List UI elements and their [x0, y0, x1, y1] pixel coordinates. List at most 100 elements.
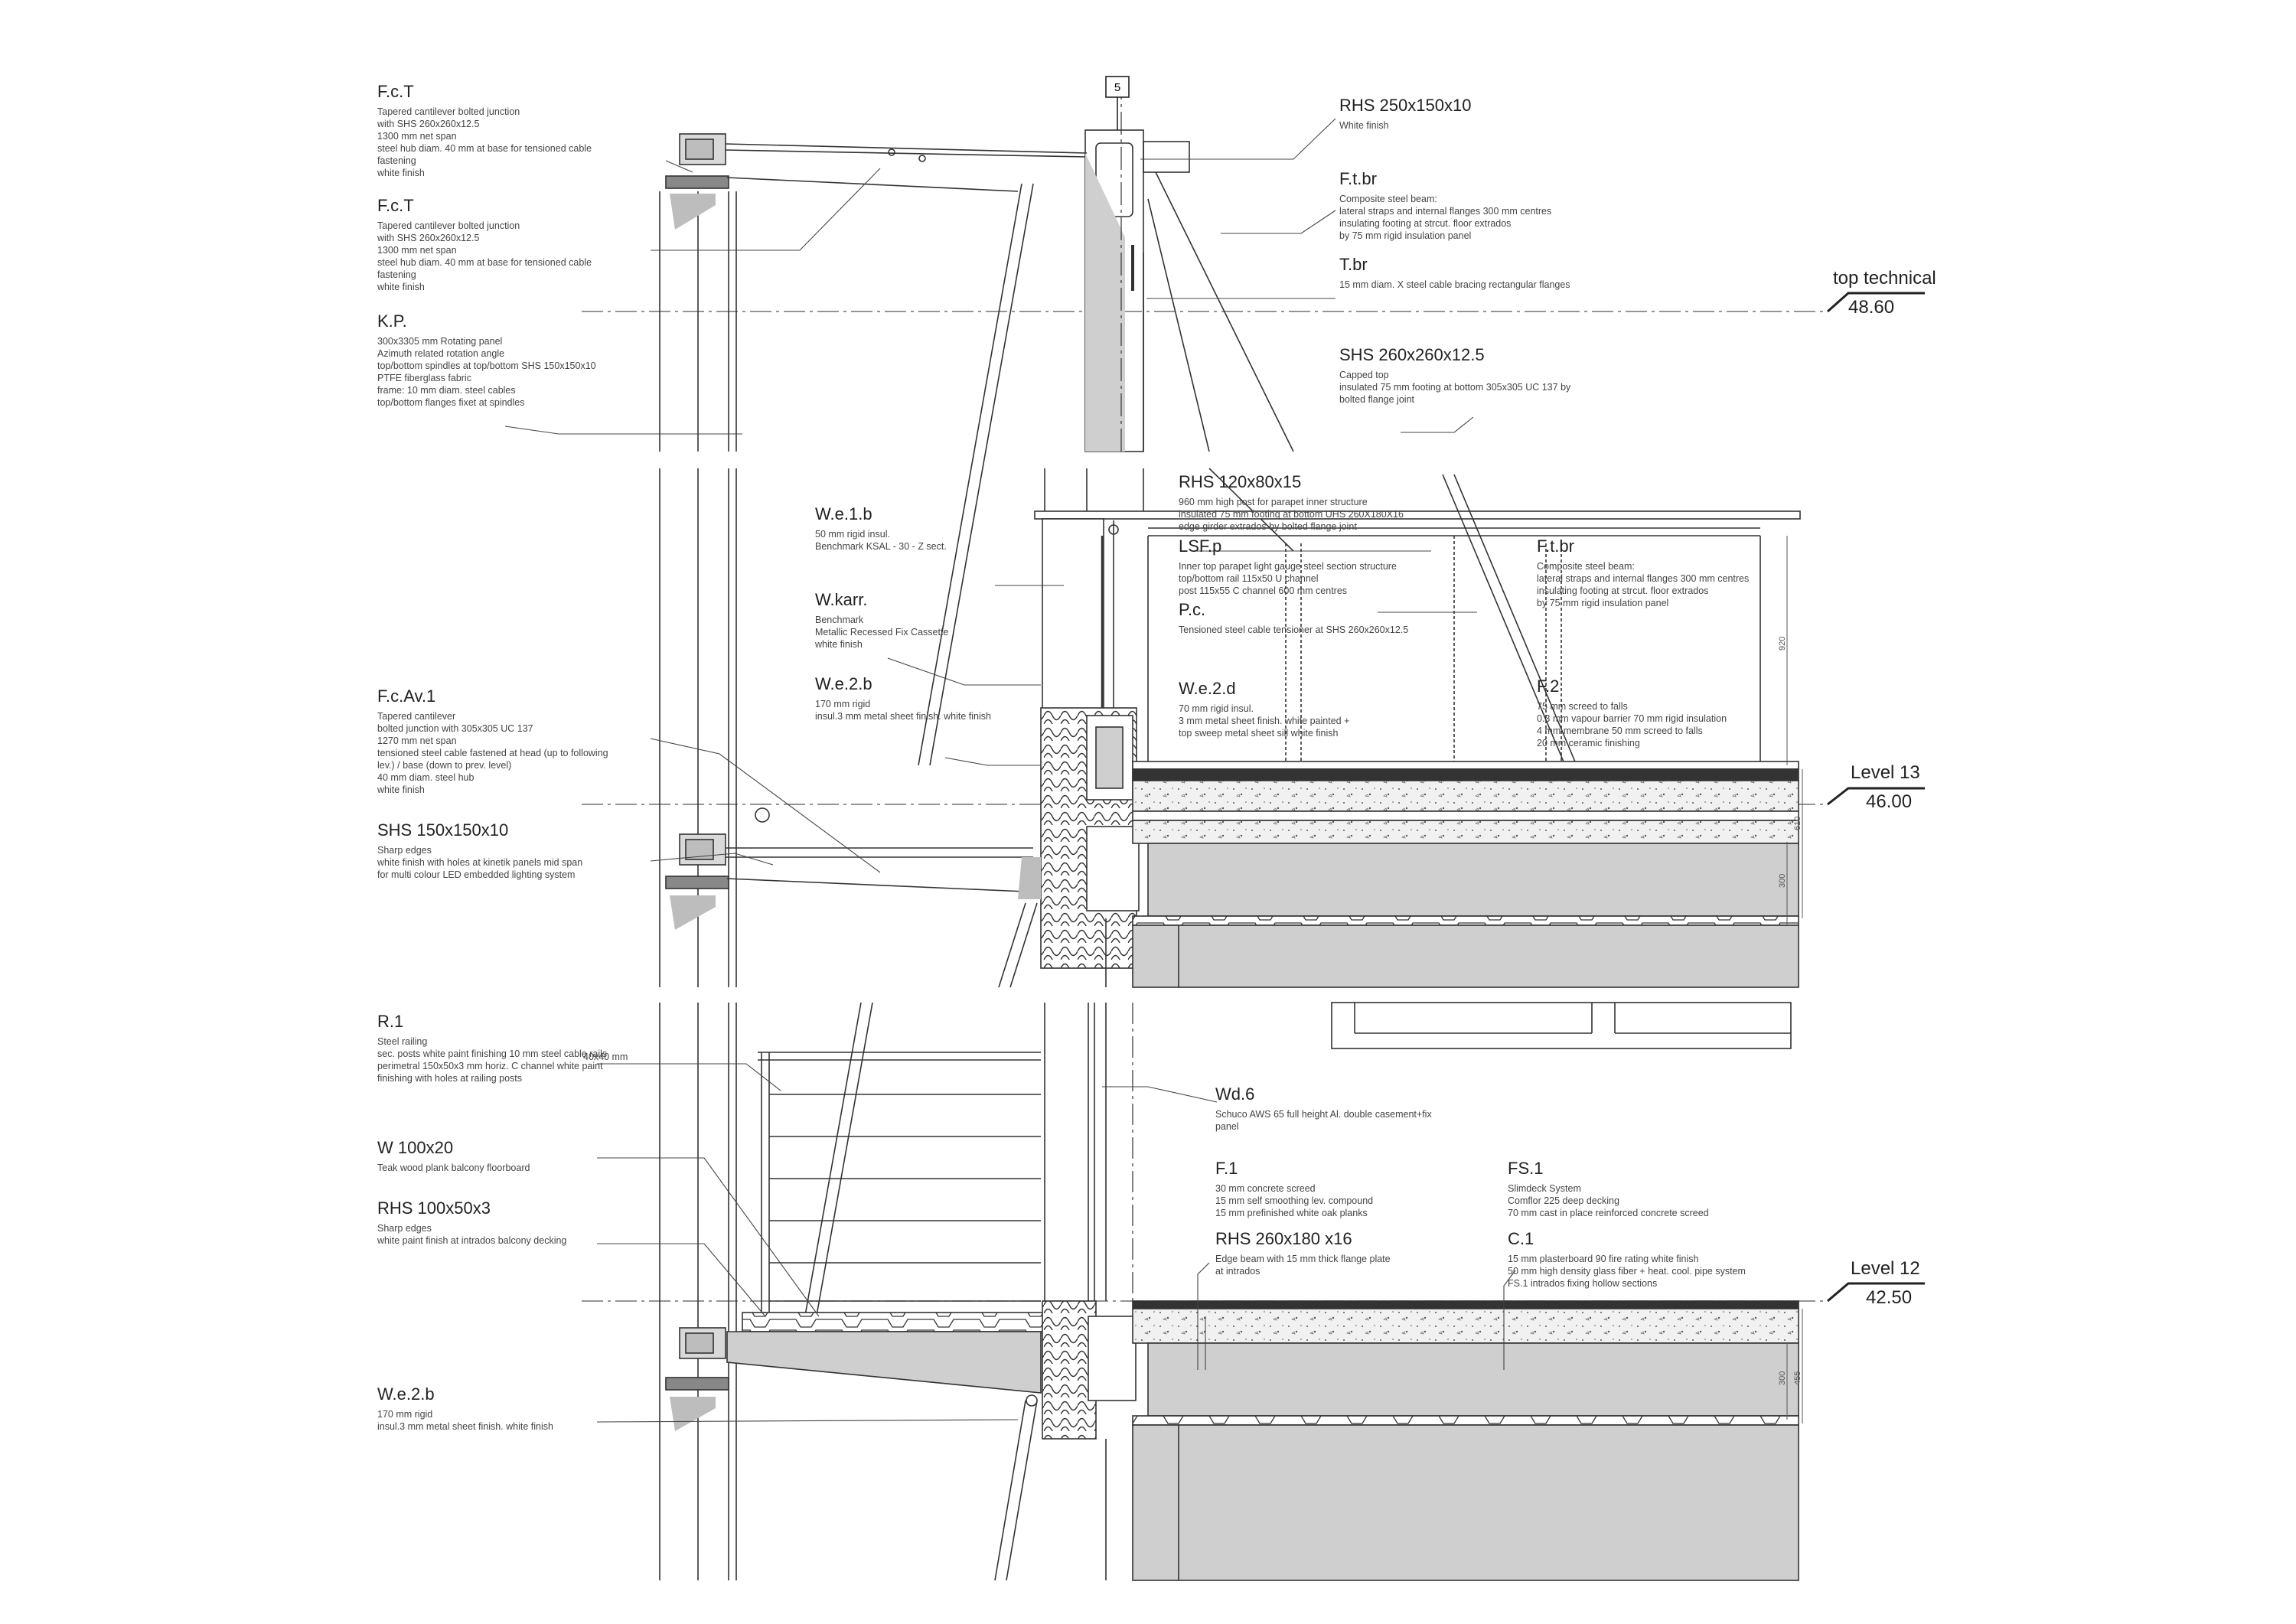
label-lsfp: LSF.p Inner top parapet light gauge stee… [1179, 536, 1469, 597]
label-title: W.e.2.d [1179, 679, 1236, 698]
label-title: SHS 150x150x10 [377, 820, 509, 840]
label-ftbr-2: F.t.br Composite steel beam: lateral str… [1537, 536, 1828, 609]
label-title: K.P. [377, 311, 407, 331]
dimension-lines [1786, 536, 1803, 1423]
label-desc: 70 mm rigid insul. 3 mm metal sheet fini… [1179, 703, 1350, 739]
level-value: 46.00 [1866, 791, 1913, 812]
label-title: F.t.br [1537, 536, 1574, 556]
label-f2: F.2 75 mm screed to falls 0.3 mm vapour … [1537, 677, 1828, 749]
label-title: F.c.Av.1 [377, 686, 436, 706]
label-desc: Composite steel beam: lateral straps and… [1339, 194, 1552, 242]
label-desc: 15 mm plasterboard 90 fire rating white … [1508, 1254, 1746, 1290]
label-title: RHS 250x150x10 [1339, 96, 1472, 115]
label-title: W.e.2.b [815, 674, 872, 693]
label-title: RHS 100x50x3 [377, 1198, 491, 1218]
label-wkarr: W.karr. Benchmark Metallic Recessed Fix … [815, 590, 1045, 651]
label-title: FS.1 [1508, 1159, 1544, 1178]
label-title: C.1 [1508, 1229, 1534, 1248]
label-desc: Tapered cantilever bolted junction with … [377, 106, 592, 179]
label-title: F.1 [1215, 1159, 1238, 1178]
label-fct-2: F.c.T Tapered cantilever bolted junction… [377, 196, 668, 293]
label-we2d: W.e.2.d 70 mm rigid insul. 3 mm metal sh… [1179, 679, 1469, 739]
bottom-zone [659, 1002, 1799, 1581]
label-desc: Tapered cantilever bolted junction with … [377, 220, 592, 293]
label-desc: 15 mm diam. X steel cable bracing rectan… [1339, 279, 1570, 291]
level-value: 42.50 [1866, 1287, 1913, 1308]
dim-300-upper: 300 [1778, 874, 1787, 888]
label-f1: F.1 30 mm concrete screed 15 mm self smo… [1215, 1159, 1506, 1219]
level-13: Level 13 46.00 [1851, 762, 1920, 813]
label-we2b-1: W.e.2.b 170 mm rigid insul.3 mm metal sh… [815, 674, 1045, 722]
level-markers [1827, 292, 1925, 1303]
label-title: W.karr. [815, 590, 868, 609]
label-title: F.t.br [1339, 169, 1377, 188]
level-12: Level 12 42.50 [1851, 1258, 1920, 1309]
label-title: T.br [1339, 255, 1368, 274]
label-shs260: SHS 260x260x12.5 Capped top insulated 75… [1339, 345, 1645, 406]
label-desc: 170 mm rigid insul.3 mm metal sheet fini… [377, 1409, 553, 1433]
top-zone [659, 77, 1294, 766]
label-desc: 75 mm screed to falls 0.3 mm vapour barr… [1537, 701, 1727, 749]
label-desc: 300x3305 mm Rotating panel Azimuth relat… [377, 336, 596, 409]
label-we1b: W.e.1.b 50 mm rigid insul. Benchmark KSA… [815, 504, 1045, 553]
label-title: W.e.1.b [815, 504, 872, 523]
middle-zone [659, 468, 1801, 988]
label-title: F.2 [1537, 677, 1560, 696]
label-title: R.1 [377, 1012, 404, 1031]
label-desc: Sharp edges white finish with holes at k… [377, 845, 583, 881]
label-shs150: SHS 150x150x10 Sharp edges white finish … [377, 820, 668, 881]
label-title: F.c.T [377, 196, 414, 215]
label-fs1: FS.1 Slimdeck System Comflor 225 deep de… [1508, 1159, 1814, 1219]
label-r1-aside: 40x40 mm [583, 1052, 628, 1062]
label-r1: R.1 Steel railing sec. posts white paint… [377, 1012, 668, 1084]
level-value: 48.60 [1848, 297, 1895, 318]
label-title: Wd.6 [1215, 1084, 1255, 1104]
label-title: RHS 120x80x15 [1179, 472, 1302, 491]
dim-610: 610 [1793, 817, 1802, 830]
label-desc: 30 mm concrete screed 15 mm self smoothi… [1215, 1183, 1374, 1219]
label-rhs100: RHS 100x50x3 Sharp edges white paint fin… [377, 1198, 668, 1247]
label-wd6: Wd.6 Schuco AWS 65 full height Al. doubl… [1215, 1084, 1521, 1133]
label-desc: Tensioned steel cable tensioner at SHS 2… [1179, 624, 1409, 636]
label-rhs250: RHS 250x150x10 White finish [1339, 96, 1630, 132]
label-desc: Schuco AWS 65 full height Al. double cas… [1215, 1109, 1432, 1133]
label-tbr: T.br 15 mm diam. X steel cable bracing r… [1339, 255, 1645, 291]
label-fct-1: F.c.T Tapered cantilever bolted junction… [377, 82, 668, 179]
dim-920: 920 [1778, 637, 1787, 651]
label-desc: 170 mm rigid insul.3 mm metal sheet fini… [815, 699, 991, 722]
label-kp: K.P. 300x3305 mm Rotating panel Azimuth … [377, 311, 668, 409]
level-top-technical: top technical 48.60 [1833, 268, 1936, 318]
label-desc: Inner top parapet light gauge steel sect… [1179, 561, 1397, 597]
label-title: RHS 260x180 x16 [1215, 1229, 1352, 1248]
dim-455: 455 [1793, 1371, 1802, 1385]
label-pc: P.c. Tensioned steel cable tensioner at … [1179, 600, 1485, 636]
dim-300-lower: 300 [1778, 1371, 1787, 1385]
label-title: F.c.T [377, 82, 414, 101]
label-desc: Teak wood plank balcony floorboard [377, 1163, 530, 1174]
label-ftbr-1: F.t.br Composite steel beam: lateral str… [1339, 169, 1630, 242]
label-desc: Capped top insulated 75 mm footing at bo… [1339, 370, 1571, 406]
label-desc: White finish [1339, 120, 1389, 132]
label-c1: C.1 15 mm plasterboard 90 fire rating wh… [1508, 1229, 1829, 1290]
label-we2b-2: W.e.2.b 170 mm rigid insul.3 mm metal sh… [377, 1384, 668, 1433]
label-fcav1: F.c.Av.1 Tapered cantilever bolted junct… [377, 686, 668, 796]
label-desc: Edge beam with 15 mm thick flange plate … [1215, 1254, 1391, 1277]
label-rhs120: RHS 120x80x15 960 mm high post for parap… [1179, 472, 1469, 533]
label-desc: Benchmark Metallic Recessed Fix Cassette… [815, 615, 949, 651]
level-name: Level 13 [1851, 762, 1920, 783]
label-desc: Steel railing sec. posts white paint fin… [377, 1036, 608, 1084]
grid-tag [1105, 76, 1130, 130]
label-desc: Sharp edges white paint finish at intrad… [377, 1223, 567, 1247]
label-w100: W 100x20 Teak wood plank balcony floorbo… [377, 1138, 668, 1174]
label-desc: Tapered cantilever bolted junction with … [377, 711, 608, 796]
level-name: Level 12 [1851, 1258, 1920, 1279]
label-desc: Slimdeck System Comflor 225 deep decking… [1508, 1183, 1709, 1219]
label-title: P.c. [1179, 600, 1206, 619]
label-title: W.e.2.b [377, 1384, 435, 1404]
leader-lines [504, 118, 1516, 1423]
grid-tag-text: 5 [1114, 81, 1120, 94]
label-title: LSF.p [1179, 536, 1222, 556]
label-desc: Composite steel beam: lateral straps and… [1537, 561, 1750, 609]
label-desc: 960 mm high post for parapet inner struc… [1179, 497, 1404, 533]
